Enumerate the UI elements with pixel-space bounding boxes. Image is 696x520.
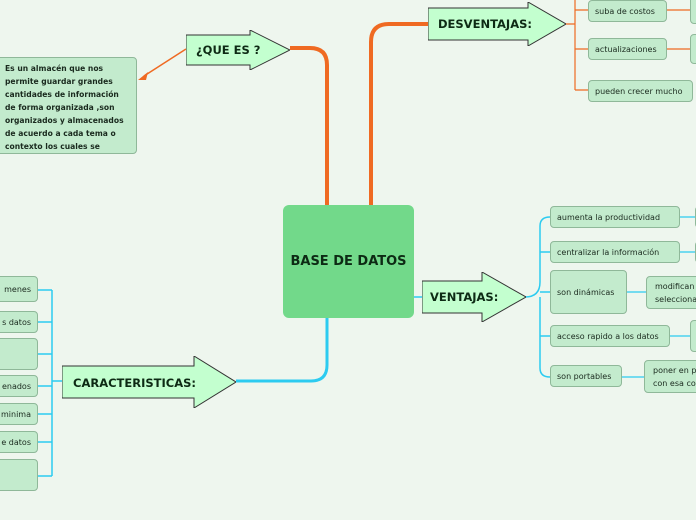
connector-que-es <box>290 46 329 205</box>
ventaja-centralizar[interactable]: centralizar la información <box>550 241 680 263</box>
ventaja-portables-detail[interactable]: poner en p con esa cop <box>644 360 696 393</box>
branch-desventajas <box>566 0 588 91</box>
topic-desventajas[interactable]: DESVENTAJAS: <box>428 2 566 46</box>
connector-desventajas <box>369 22 428 205</box>
topic-caracteristicas[interactable]: CARACTERISTICAS: <box>62 356 236 408</box>
ventaja-dinamicas[interactable]: son dinámicas <box>550 270 627 314</box>
desventaja-actualizaciones[interactable]: actualizaciones <box>588 38 667 60</box>
definition-text: Es un almacén que nos permite guardar gr… <box>5 64 124 151</box>
central-topic[interactable]: BASE DE DATOS <box>283 205 414 318</box>
central-topic-label: BASE DE DATOS <box>290 254 407 269</box>
caracteristica-1[interactable]: menes <box>0 276 38 302</box>
connector-caracteristicas <box>236 318 329 383</box>
ventaja-detail-4[interactable] <box>690 320 696 352</box>
caracteristica-4[interactable]: enados <box>0 375 38 397</box>
desventaja-detail-2[interactable] <box>690 34 696 64</box>
definition-box[interactable]: Es un almacén que nos permite guardar gr… <box>0 57 137 154</box>
topic-desventajas-label: DESVENTAJAS: <box>438 17 532 31</box>
topic-caracteristicas-label: CARACTERISTICAS: <box>73 376 196 390</box>
ventaja-dinamicas-detail[interactable]: modifican seleccionan <box>646 276 696 309</box>
ventaja-portables[interactable]: son portables <box>550 365 622 387</box>
caracteristica-3[interactable] <box>0 338 38 370</box>
topic-que-es[interactable]: ¿QUE ES ? <box>186 30 290 70</box>
caracteristica-2[interactable]: s datos <box>0 311 38 333</box>
desventaja-detail-1[interactable] <box>690 0 696 24</box>
caracteristica-7[interactable] <box>0 459 38 491</box>
branch-caracteristicas <box>38 289 62 477</box>
topic-ventajas-label: VENTAJAS: <box>430 290 499 304</box>
branch-ventajas <box>524 216 551 378</box>
caracteristica-5[interactable]: minima <box>0 403 38 425</box>
connector-description <box>143 48 187 77</box>
topic-que-es-label: ¿QUE ES ? <box>196 43 261 57</box>
ventaja-acceso-rapido[interactable]: acceso rapido a los datos <box>550 325 670 347</box>
topic-ventajas[interactable]: VENTAJAS: <box>422 272 526 322</box>
desventaja-crecer[interactable]: pueden crecer mucho <box>588 80 693 102</box>
ventaja-productividad[interactable]: aumenta la productividad <box>550 206 680 228</box>
desventaja-suba-costos[interactable]: suba de costos <box>588 0 667 22</box>
caracteristica-6[interactable]: e datos <box>0 431 38 453</box>
